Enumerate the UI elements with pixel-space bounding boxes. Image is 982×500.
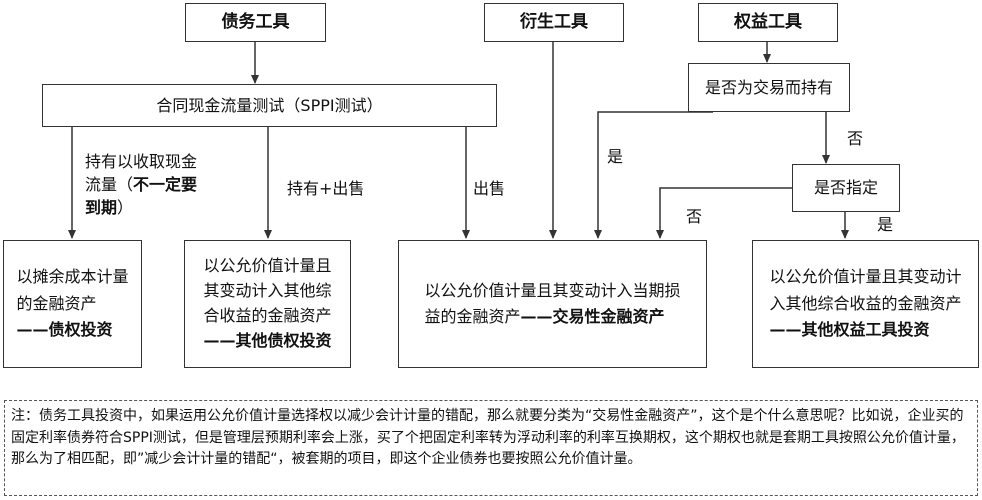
label-maturity-bold: 到期 (85, 198, 118, 218)
fvoci-equity-line1: 以公允价值计量且其变动计 (769, 267, 962, 287)
fvoci-debt-line1: 以公允价值计量且 (203, 256, 332, 276)
fvoci-debt-line2: 其变动计入其他综 (203, 281, 332, 301)
header-equity-instrument: 权益工具 (698, 3, 838, 42)
label-hold-collect-text: 流量（ (85, 175, 134, 195)
label-trading-yes: 是 (607, 147, 624, 166)
arrow-designated-no-to-fvtpl (656, 187, 793, 239)
label-hold-to-collect-line3: 到期） (85, 196, 197, 219)
fvtpl-line2-text: 益的金融资产 (424, 307, 521, 326)
node-designated: 是否指定 (792, 164, 900, 212)
footnote-box: 注：债务工具投资中，如果运用公允价值计量选择权以减少会计计量的错配，那么就要分类… (4, 400, 978, 496)
fvtpl-line2-bold: ——交易性金融资产 (520, 307, 665, 326)
label-sell: 出售 (473, 179, 506, 198)
label-designated-no: 否 (686, 207, 703, 226)
result-fvtpl: 以公允价值计量且其变动计入当期损 益的金融资产——交易性金融资产 (398, 240, 707, 368)
label-hold-to-collect-line2: 流量（不一定要 (85, 173, 197, 196)
result-amortized-cost: 以摊余成本计量 的金融资产 ——债权投资 (3, 240, 142, 368)
result-fvoci-equity: 以公允价值计量且其变动计 入其他综合收益的金融资产 ——其他权益工具投资 (752, 240, 979, 368)
fvtpl-line1: 以公允价值计量且其变动计入当期损 (424, 280, 681, 300)
amortized-line2: 的金融资产 (16, 293, 97, 313)
label-hold-to-collect-line1: 持有以收取现金 (85, 152, 198, 171)
label-hold-to-collect: 持有以收取现金 流量（不一定要 到期） (85, 150, 197, 220)
label-maturity-paren: ） (117, 198, 134, 218)
footnote-text: 注：债务工具投资中，如果运用公允价值计量选择权以减少会计计量的错配，那么就要分类… (11, 408, 965, 468)
fvoci-debt-line3: 合收益的金融资产 (203, 306, 332, 325)
fvoci-equity-line3: ——其他权益工具投资 (769, 320, 930, 340)
label-designated-yes: 是 (877, 215, 894, 234)
amortized-line1: 以摊余成本计量 (16, 267, 129, 287)
arrow-trading-yes-to-fvtpl (594, 111, 713, 239)
fvtpl-line2: 益的金融资产——交易性金融资产 (424, 304, 680, 330)
label-hold-and-sell: 持有+出售 (287, 179, 365, 198)
result-fvoci-debt: 以公允价值计量且 其变动计入其他综 合收益的金融资产 ——其他债权投资 (184, 240, 351, 368)
fvoci-debt-line4: ——其他债权投资 (203, 330, 332, 350)
node-sppi-test: 合同现金流量测试（SPPI测试） (42, 84, 497, 127)
header-derivative-instrument: 衍生工具 (484, 3, 624, 42)
label-hold-collect-bold: 不一定要 (133, 175, 198, 195)
amortized-line3: ——债权投资 (16, 320, 113, 340)
node-held-for-trading: 是否为交易而持有 (688, 63, 850, 112)
fvoci-equity-line2: 入其他综合收益的金融资产 (769, 293, 962, 313)
header-debt-instrument: 债务工具 (185, 3, 326, 42)
label-trading-no: 否 (847, 129, 864, 148)
